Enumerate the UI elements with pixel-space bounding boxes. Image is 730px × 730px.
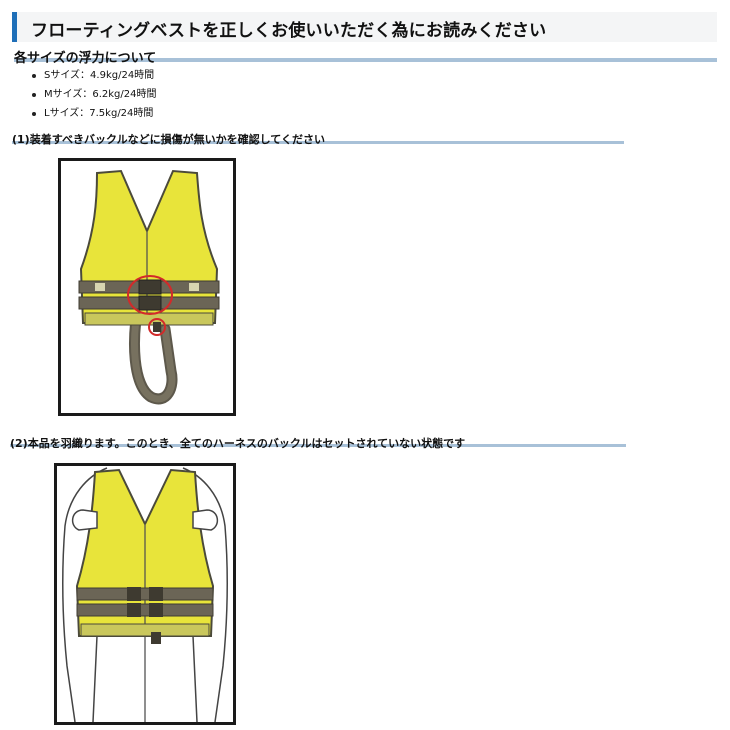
strap-check-circle — [148, 318, 166, 336]
step1-heading-rule — [12, 141, 624, 144]
page-title-bar: フローティングベストを正しくお使いいただく為にお読みください — [12, 12, 717, 42]
step2-heading: (2)本品を羽織ります。このとき、全てのハーネスのバックルはセットされていない状… — [10, 437, 466, 450]
step2-heading-rule — [10, 444, 626, 447]
buckle-check-circle — [127, 275, 173, 315]
step1-figure — [58, 158, 236, 416]
step2-figure — [54, 463, 236, 725]
step1-heading: (1)装着すべきバックルなどに損傷が無いかを確認してください — [12, 133, 325, 146]
person-wearing-vest-illustration — [62, 467, 228, 722]
buoyancy-item-s: Sサイズ：4.9kg/24時間 — [30, 66, 156, 85]
page-title: フローティングベストを正しくお使いいただく為にお読みください — [31, 21, 547, 41]
buoyancy-heading-rule — [14, 58, 717, 62]
life-vest-illustration — [78, 169, 220, 405]
buoyancy-list: Sサイズ：4.9kg/24時間 Mサイズ：6.2kg/24時間 Lサイズ：7.5… — [30, 66, 156, 123]
left-hand — [71, 509, 98, 531]
buoyancy-item-l: Lサイズ：7.5kg/24時間 — [30, 104, 156, 123]
buoyancy-item-m: Mサイズ：6.2kg/24時間 — [30, 85, 156, 104]
buoyancy-heading: 各サイズの浮力について — [14, 51, 157, 66]
right-hand — [192, 509, 219, 531]
